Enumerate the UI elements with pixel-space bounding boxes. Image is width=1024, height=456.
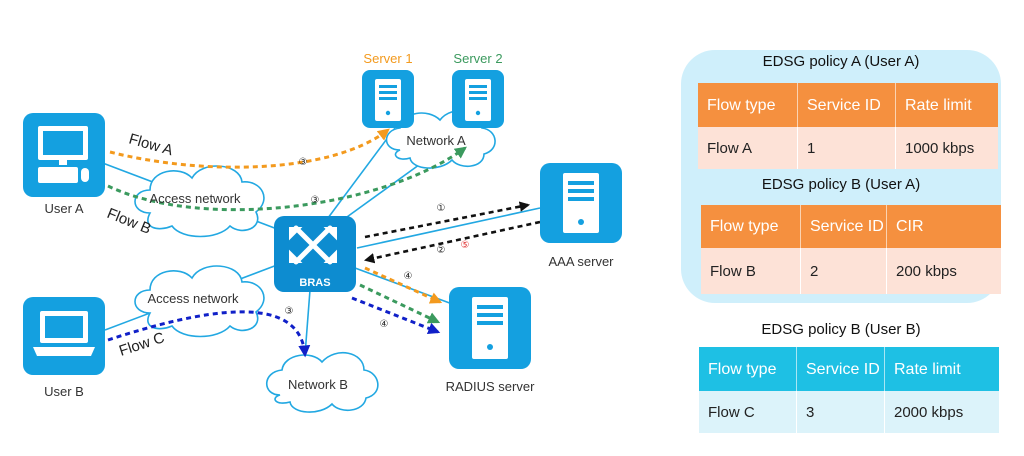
accounting-arrow-orange — [364, 266, 443, 304]
column-header: Service ID — [797, 83, 896, 127]
network-a-label: Network A — [406, 133, 466, 148]
network-b-label: Network B — [288, 377, 348, 392]
table-cell: Flow B — [701, 248, 801, 294]
cloud-network-b — [265, 352, 379, 413]
table-cell: 2 — [800, 248, 887, 294]
desktop-icon — [38, 126, 89, 183]
table-cell: 1000 kbps — [895, 127, 998, 169]
column-header: Service ID — [800, 205, 887, 248]
server-2-label: Server 2 — [453, 51, 502, 66]
column-header: Rate limit — [895, 83, 998, 127]
policy-table: Flow type Service ID Rate limit Flow C 3… — [699, 347, 999, 433]
accounting-arrow-blue — [351, 296, 441, 335]
table-cell: Flow A — [698, 127, 798, 169]
step-2-label: ② — [437, 245, 446, 256]
flow-a-arrow — [109, 128, 390, 169]
column-header: Flow type — [701, 205, 801, 248]
server-icon — [375, 79, 401, 121]
step-3-label: ③ — [311, 195, 320, 206]
laptop-icon — [33, 311, 95, 356]
step-4-label: ④ — [404, 271, 413, 282]
server-2-device — [452, 70, 504, 128]
user-b-label: User B — [44, 384, 84, 399]
server-1-label: Server 1 — [363, 51, 412, 66]
table-cell: Flow C — [699, 391, 797, 433]
bras-device — [274, 216, 356, 292]
table-cell: 200 kbps — [886, 248, 1001, 294]
link-bras-aaa — [356, 207, 541, 249]
server-icon — [465, 79, 491, 121]
policy-title: EDSG policy A (User A) — [762, 53, 920, 70]
column-header: Flow type — [699, 347, 797, 391]
table-cell: 3 — [796, 391, 885, 433]
step-4-label: ④ — [380, 319, 389, 330]
policy-table: Flow type Service ID Rate limit Flow A 1… — [698, 83, 998, 169]
user-b-device — [23, 297, 105, 375]
access-network-bottom-label: Access network — [147, 291, 239, 306]
flow-b-arrow — [107, 146, 467, 212]
flow-c-arrow — [107, 310, 311, 358]
step-1-label: ① — [437, 203, 446, 214]
accounting-arrow-green — [359, 283, 441, 324]
server-icon — [472, 297, 508, 359]
link-bras-networkb — [304, 289, 311, 356]
flow-c-label: Flow C — [117, 329, 167, 360]
user-a-device — [23, 113, 105, 197]
step-5-label: ⑤ — [461, 240, 470, 251]
column-header: CIR — [886, 205, 1001, 248]
link-bras-server1 — [324, 127, 396, 223]
access-network-top-label: Access network — [149, 191, 241, 206]
bras-label: BRAS — [299, 277, 330, 289]
policy-table: Flow type Service ID CIR Flow B 2 200 kb… — [701, 205, 1001, 294]
user-a-label: User A — [44, 201, 83, 216]
radius-server-device — [449, 287, 531, 369]
signaling-arrow-from-aaa — [363, 220, 541, 264]
cloud-access-network-top — [134, 165, 265, 238]
table-cell: 1 — [797, 127, 896, 169]
policy-title: EDSG policy B (User A) — [761, 176, 921, 193]
step-3-label: ③ — [299, 157, 308, 168]
radius-server-label: RADIUS server — [446, 379, 536, 394]
column-header: Flow type — [698, 83, 798, 127]
flow-a-label: Flow A — [127, 131, 175, 160]
table-cell: 2000 kbps — [884, 391, 999, 433]
cloud-access-network-bottom — [134, 265, 265, 338]
aaa-server-device — [540, 163, 622, 243]
server-1-device — [362, 70, 414, 128]
step-3-label: ③ — [285, 306, 294, 317]
policy-title: EDSG policy B (User B) — [761, 321, 921, 338]
network-diagram: BRAS User A User B Server 1 Server 2 AAA… — [23, 51, 622, 413]
column-header: Service ID — [796, 347, 885, 391]
server-icon — [563, 173, 599, 233]
signaling-arrow-to-aaa — [364, 201, 531, 239]
column-header: Rate limit — [884, 347, 999, 391]
aaa-server-label: AAA server — [548, 254, 614, 269]
router-icon — [289, 225, 337, 265]
